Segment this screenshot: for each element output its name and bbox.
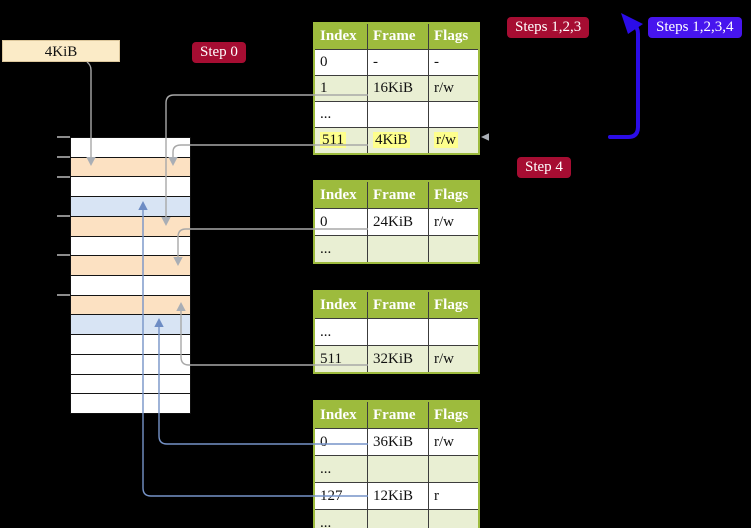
table-cell: 16KiB — [368, 76, 429, 102]
table-cell: r/w — [429, 429, 478, 456]
memory-frame-row-white — [71, 354, 190, 375]
table-cell — [368, 510, 429, 528]
table-cell: 127 — [315, 483, 368, 510]
memory-frame-row-peach — [71, 256, 190, 277]
step0-badge: Step 0 — [192, 42, 246, 63]
tick-mark — [57, 176, 70, 178]
table-cell: 511 — [315, 346, 368, 372]
memory-frame-row-peach — [71, 157, 190, 178]
table-cell — [368, 456, 429, 483]
table-cell: r/w — [429, 76, 478, 102]
table-cell: - — [429, 50, 478, 76]
table-header-cell: Frame — [368, 24, 429, 50]
memory-frame-row-blue — [71, 197, 190, 217]
arrowhead-into-top-table — [481, 133, 489, 141]
table-cell — [429, 236, 478, 262]
memory-frame-row-peach — [71, 216, 190, 237]
physical-memory-strip — [70, 137, 191, 414]
table-header-cell: Flags — [429, 292, 478, 319]
highlighted-value: 4KiB — [373, 132, 410, 148]
table-cell: r/w — [429, 346, 478, 372]
table-cell — [429, 102, 478, 128]
table-cell — [368, 102, 429, 128]
table-header-cell: Index — [315, 292, 368, 319]
memory-frame-row-peach — [71, 295, 190, 316]
memory-frame-row-white — [71, 276, 190, 296]
table-header-cell: Index — [315, 402, 368, 429]
steps1234-badge: Steps 1,2,3,4 — [648, 17, 742, 38]
table-cell — [429, 319, 478, 346]
table-cell: 12KiB — [368, 483, 429, 510]
table-header-cell: Flags — [429, 24, 478, 50]
highlighted-value: r/w — [434, 132, 458, 148]
step4-badge: Step 4 — [517, 157, 571, 178]
steps123-badge: Steps 1,2,3 — [507, 17, 590, 38]
table-cell — [429, 456, 478, 483]
table-cell: 1 — [315, 76, 368, 102]
table-cell: 0 — [315, 429, 368, 456]
table-cell — [368, 236, 429, 262]
memory-frame-row-white — [71, 374, 190, 395]
memory-frame-row-white — [71, 394, 190, 414]
memory-frame-row-white — [71, 335, 190, 355]
tick-mark — [57, 254, 70, 256]
table-cell: 511 — [315, 128, 368, 153]
steps-flow-arrow — [608, 13, 643, 139]
table-header-cell: Frame — [368, 402, 429, 429]
table-cell: ... — [315, 510, 368, 528]
table-cell: 0 — [315, 209, 368, 236]
table-cell — [368, 319, 429, 346]
table-cell: ... — [315, 456, 368, 483]
table-cell: 0 — [315, 50, 368, 76]
table-header-cell: Flags — [429, 402, 478, 429]
table-header-cell: Index — [315, 24, 368, 50]
table-cell: - — [368, 50, 429, 76]
tick-mark — [57, 136, 70, 138]
tick-mark — [57, 294, 70, 296]
table-cell: 4KiB — [368, 128, 429, 153]
table-header-cell: Frame — [368, 182, 429, 209]
table-cell: ... — [315, 102, 368, 128]
table-cell: 32KiB — [368, 346, 429, 372]
table-cell: 36KiB — [368, 429, 429, 456]
table-cell — [429, 510, 478, 528]
frame-size-label: 4KiB — [2, 40, 120, 62]
tick-mark — [57, 215, 70, 217]
table-cell: r — [429, 483, 478, 510]
table-cell: ... — [315, 319, 368, 346]
tick-mark — [57, 156, 70, 158]
memory-frame-row-white — [71, 177, 190, 198]
memory-frame-row-white — [71, 236, 190, 257]
table-header-cell: Flags — [429, 182, 478, 209]
table-header-cell: Frame — [368, 292, 429, 319]
memory-frame-row-white — [71, 138, 190, 158]
table-cell: r/w — [429, 128, 478, 153]
highlighted-value: 511 — [320, 132, 346, 148]
table-header-cell: Index — [315, 182, 368, 209]
table-cell: ... — [315, 236, 368, 262]
table-cell: 24KiB — [368, 209, 429, 236]
table-cell: r/w — [429, 209, 478, 236]
memory-frame-row-blue — [71, 315, 190, 336]
